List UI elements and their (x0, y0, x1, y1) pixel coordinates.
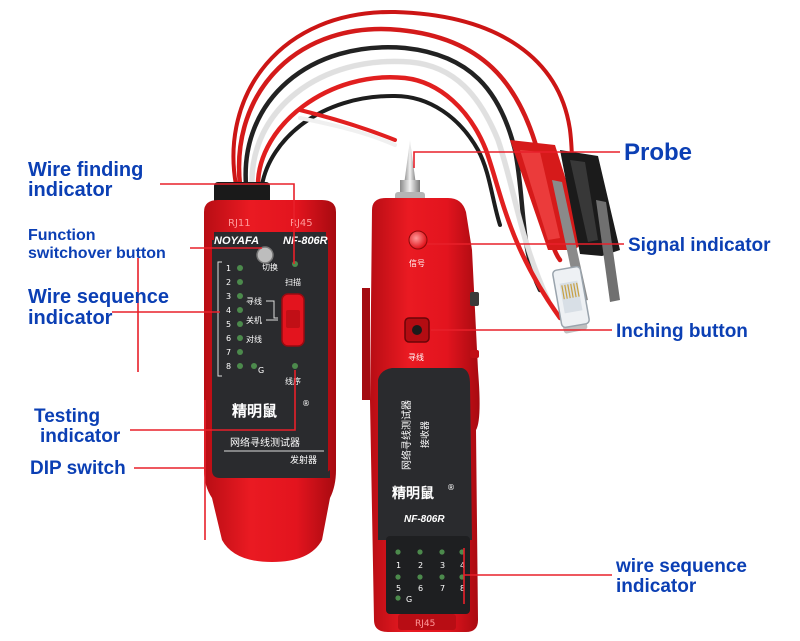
signal-label: 信号 (409, 258, 425, 268)
transmitter-logo: 精明鼠 (232, 402, 277, 420)
receiver-vertical-text: 网络寻线测试器 (400, 400, 413, 470)
receiver-device (362, 198, 480, 632)
rx-pin-8: 8 (460, 584, 465, 593)
label-dip-switch: DIP switch (30, 458, 126, 479)
label-function-2: switchover button (28, 245, 166, 262)
label-signal-indicator: Signal indicator (628, 235, 771, 256)
sequence-label: 线序 (285, 376, 301, 386)
alligator-clip-black (560, 150, 620, 302)
rx-pin-g: G (406, 595, 412, 604)
mode-label-off: 关机 (246, 315, 262, 325)
receiver-name: 网络寻线测试器 (400, 400, 413, 470)
rx-pin-5: 5 (396, 584, 401, 593)
receiver-pin-leds (395, 549, 465, 601)
transmitter-pin-bracket (217, 261, 222, 377)
pin-label-2: 2 (226, 278, 231, 287)
rx-pin-3: 3 (440, 561, 445, 570)
label-function-1: Function (28, 227, 96, 244)
rx-pin-7: 7 (440, 584, 445, 593)
rx-pin-6: 6 (418, 584, 423, 593)
find-label: 寻线 (408, 352, 424, 362)
label-wire-finding-1: Wire finding (28, 159, 143, 181)
rx-pin-4: 4 (460, 561, 465, 570)
label-wire-seq-right-1: wire sequence (615, 556, 747, 577)
signal-led (408, 230, 428, 250)
pin-label-8: 8 (226, 362, 231, 371)
mode-label-find: 寻线 (246, 296, 262, 306)
pin-label-g: G (258, 366, 264, 375)
transmitter-role: 发射器 (290, 454, 317, 466)
cable-bundle (231, 9, 582, 321)
transmitter-port-rj45: RJ45 (290, 218, 313, 229)
label-testing-1: Testing (34, 406, 100, 427)
label-wire-seq-left-1: Wire sequence (28, 286, 169, 308)
transmitter-brand: NOYAFA (214, 235, 259, 247)
testing-led (292, 363, 298, 369)
receiver-role: 接收器 (419, 421, 431, 448)
dip-slider-knob[interactable] (286, 310, 300, 328)
receiver-model: NF-806R (404, 514, 445, 525)
switch-label: 切换 (262, 262, 278, 272)
pin-label-7: 7 (226, 348, 231, 357)
receiver-probe (395, 140, 425, 206)
receiver-logo: 精明鼠 (392, 485, 434, 502)
label-wire-finding-2: indicator (28, 179, 113, 201)
pin-label-1: 1 (226, 264, 231, 273)
label-wire-seq-left-2: indicator (28, 307, 113, 329)
transmitter-pin-leds (237, 265, 257, 369)
transmitter-model: NF-806R (283, 235, 328, 247)
label-wire-seq-right-2: indicator (616, 576, 697, 597)
callout-lines (112, 151, 624, 576)
registered-mark: ® (302, 399, 310, 408)
receiver-port-label: RJ45 (415, 619, 435, 629)
label-testing-2: indicator (40, 426, 121, 447)
rj45-plug (552, 265, 590, 329)
transmitter-name: 网络寻线测试器 (230, 436, 300, 449)
label-inching-button: Inching button (616, 321, 748, 342)
wire-finding-led (292, 261, 298, 267)
label-probe: Probe (624, 139, 692, 166)
mode-arrows (266, 300, 278, 321)
transmitter-port-rj11: RJ11 (228, 218, 251, 229)
inching-button-center[interactable] (412, 325, 422, 335)
pin-label-5: 5 (226, 320, 231, 329)
function-switch-button[interactable] (256, 246, 274, 264)
rx-pin-1: 1 (396, 561, 401, 570)
pin-label-4: 4 (226, 306, 231, 315)
rx-pin-2: 2 (418, 561, 423, 570)
mode-label-test: 对线 (246, 334, 262, 344)
scan-label: 扫描 (285, 277, 301, 287)
pin-label-6: 6 (226, 334, 231, 343)
pin-label-3: 3 (226, 292, 231, 301)
receiver-registered-mark: ® (447, 483, 455, 492)
